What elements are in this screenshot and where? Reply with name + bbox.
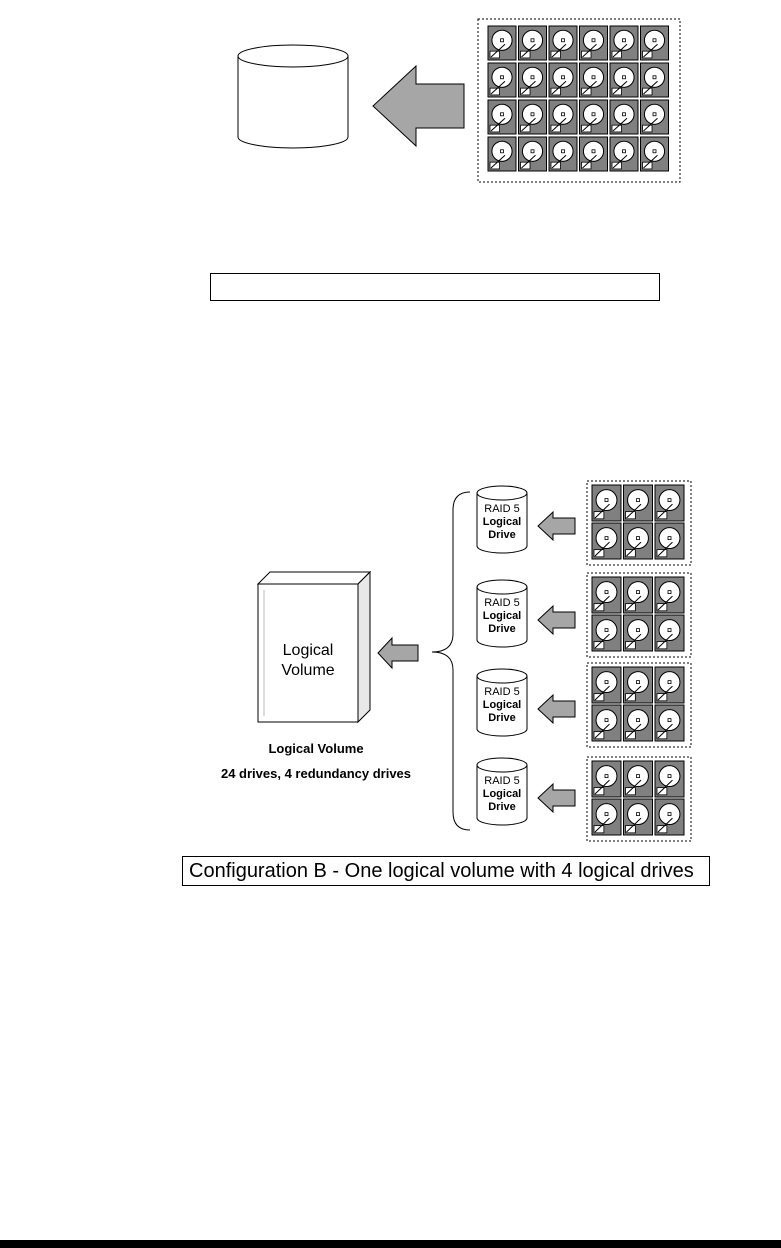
config-a-drive-array-border (477, 18, 681, 183)
hard-drive-icon (548, 25, 578, 61)
hard-drive-icon (640, 99, 669, 135)
hard-drive-icon (548, 136, 578, 172)
hard-drive-icon (591, 760, 622, 798)
hard-drive-icon (640, 25, 669, 61)
hard-drive-icon (640, 136, 669, 172)
config-a-left-arrow-icon (372, 64, 465, 148)
hard-drive-icon (623, 760, 653, 798)
raid5-logical-drive-label: Logical (483, 788, 522, 800)
hard-drive-icon (654, 576, 685, 614)
hard-drive-icon (579, 99, 608, 135)
hard-drive-icon (623, 576, 653, 614)
raid5-logical-drive-label: RAID 5 (484, 503, 519, 515)
hard-drive-icon (591, 666, 622, 704)
hard-drive-icon (609, 136, 639, 172)
drive-group (586, 480, 692, 566)
config-a-logical-drive-cylinder (237, 44, 349, 149)
raid5-logical-drive-label: Logical (483, 516, 522, 528)
hard-drive-icon (654, 760, 685, 798)
left-arrow-icon (537, 604, 576, 636)
hard-drive-icon (487, 62, 517, 98)
drive-group (586, 572, 692, 658)
hard-drive-icon (623, 522, 653, 560)
hard-drive-icon (591, 576, 622, 614)
raid5-logical-drive-label: Drive (488, 712, 516, 724)
logical-volume-book-icon (256, 570, 372, 724)
hard-drive-icon (518, 25, 547, 61)
hard-drive-icon (654, 614, 685, 652)
left-arrow-icon (537, 693, 576, 725)
raid5-logical-drive-label: RAID 5 (484, 775, 519, 787)
raid-arrows (537, 510, 576, 814)
drive-group (586, 662, 692, 748)
hard-drive-icon (487, 136, 517, 172)
raid5-logical-drive-label: Logical (483, 699, 522, 711)
left-arrow-icon (537, 782, 576, 814)
hard-drive-icon (487, 25, 517, 61)
hard-drive-icon (623, 798, 653, 836)
hard-drive-icon (548, 62, 578, 98)
hard-drive-icon (654, 484, 685, 522)
logical-volume-caption-line1: Logical Volume (268, 741, 364, 756)
left-arrow-icon (537, 510, 576, 542)
hard-drive-icon (623, 704, 653, 742)
hard-drive-icon (654, 798, 685, 836)
hard-drive-icon (623, 484, 653, 522)
raid5-logical-drive-label: Drive (488, 529, 516, 541)
hard-drive-icon (591, 484, 622, 522)
hard-drive-icon (518, 136, 547, 172)
hard-drive-icon (591, 614, 622, 652)
hard-drive-icon (591, 798, 622, 836)
config-a-caption-box (210, 273, 660, 301)
raid5-logical-drive-label: RAID 5 (484, 597, 519, 609)
logical-volume-label-line2: Volume (281, 662, 334, 679)
raid5-logical-drive-label: Drive (488, 801, 516, 813)
hard-drive-icon (487, 99, 517, 135)
logical-volume-label-line1: Logical (283, 642, 334, 659)
config-b-caption: Configuration B - One logical volume wit… (182, 856, 710, 886)
raid5-logical-drive-label: Drive (488, 623, 516, 635)
hard-drive-icon (623, 666, 653, 704)
hard-drive-icon (591, 522, 622, 560)
hard-drive-icon (579, 136, 608, 172)
hard-drive-icon (609, 99, 639, 135)
hard-drive-icon (548, 99, 578, 135)
hard-drive-icon (579, 62, 608, 98)
raid5-logical-drive-label: Logical (483, 610, 522, 622)
hard-drive-icon (640, 62, 669, 98)
hard-drive-icon (654, 704, 685, 742)
hard-drive-icon (609, 25, 639, 61)
hard-drive-icon (654, 522, 685, 560)
volume-left-arrow-icon (377, 636, 419, 670)
hard-drive-icon (518, 62, 547, 98)
hard-drive-icon (654, 666, 685, 704)
hard-drive-icon (579, 25, 608, 61)
config-a-drive-array (487, 25, 669, 172)
drive-groups (586, 480, 692, 842)
hard-drive-icon (609, 62, 639, 98)
raid5-logical-drive-label: RAID 5 (484, 686, 519, 698)
hard-drive-icon (518, 99, 547, 135)
hard-drive-icon (623, 614, 653, 652)
drive-group (586, 756, 692, 842)
logical-volume-caption-line2: 24 drives, 4 redundancy drives (220, 766, 412, 781)
curly-brace-icon (431, 491, 471, 831)
hard-drive-icon (591, 704, 622, 742)
page-footer-bar (0, 1240, 781, 1248)
